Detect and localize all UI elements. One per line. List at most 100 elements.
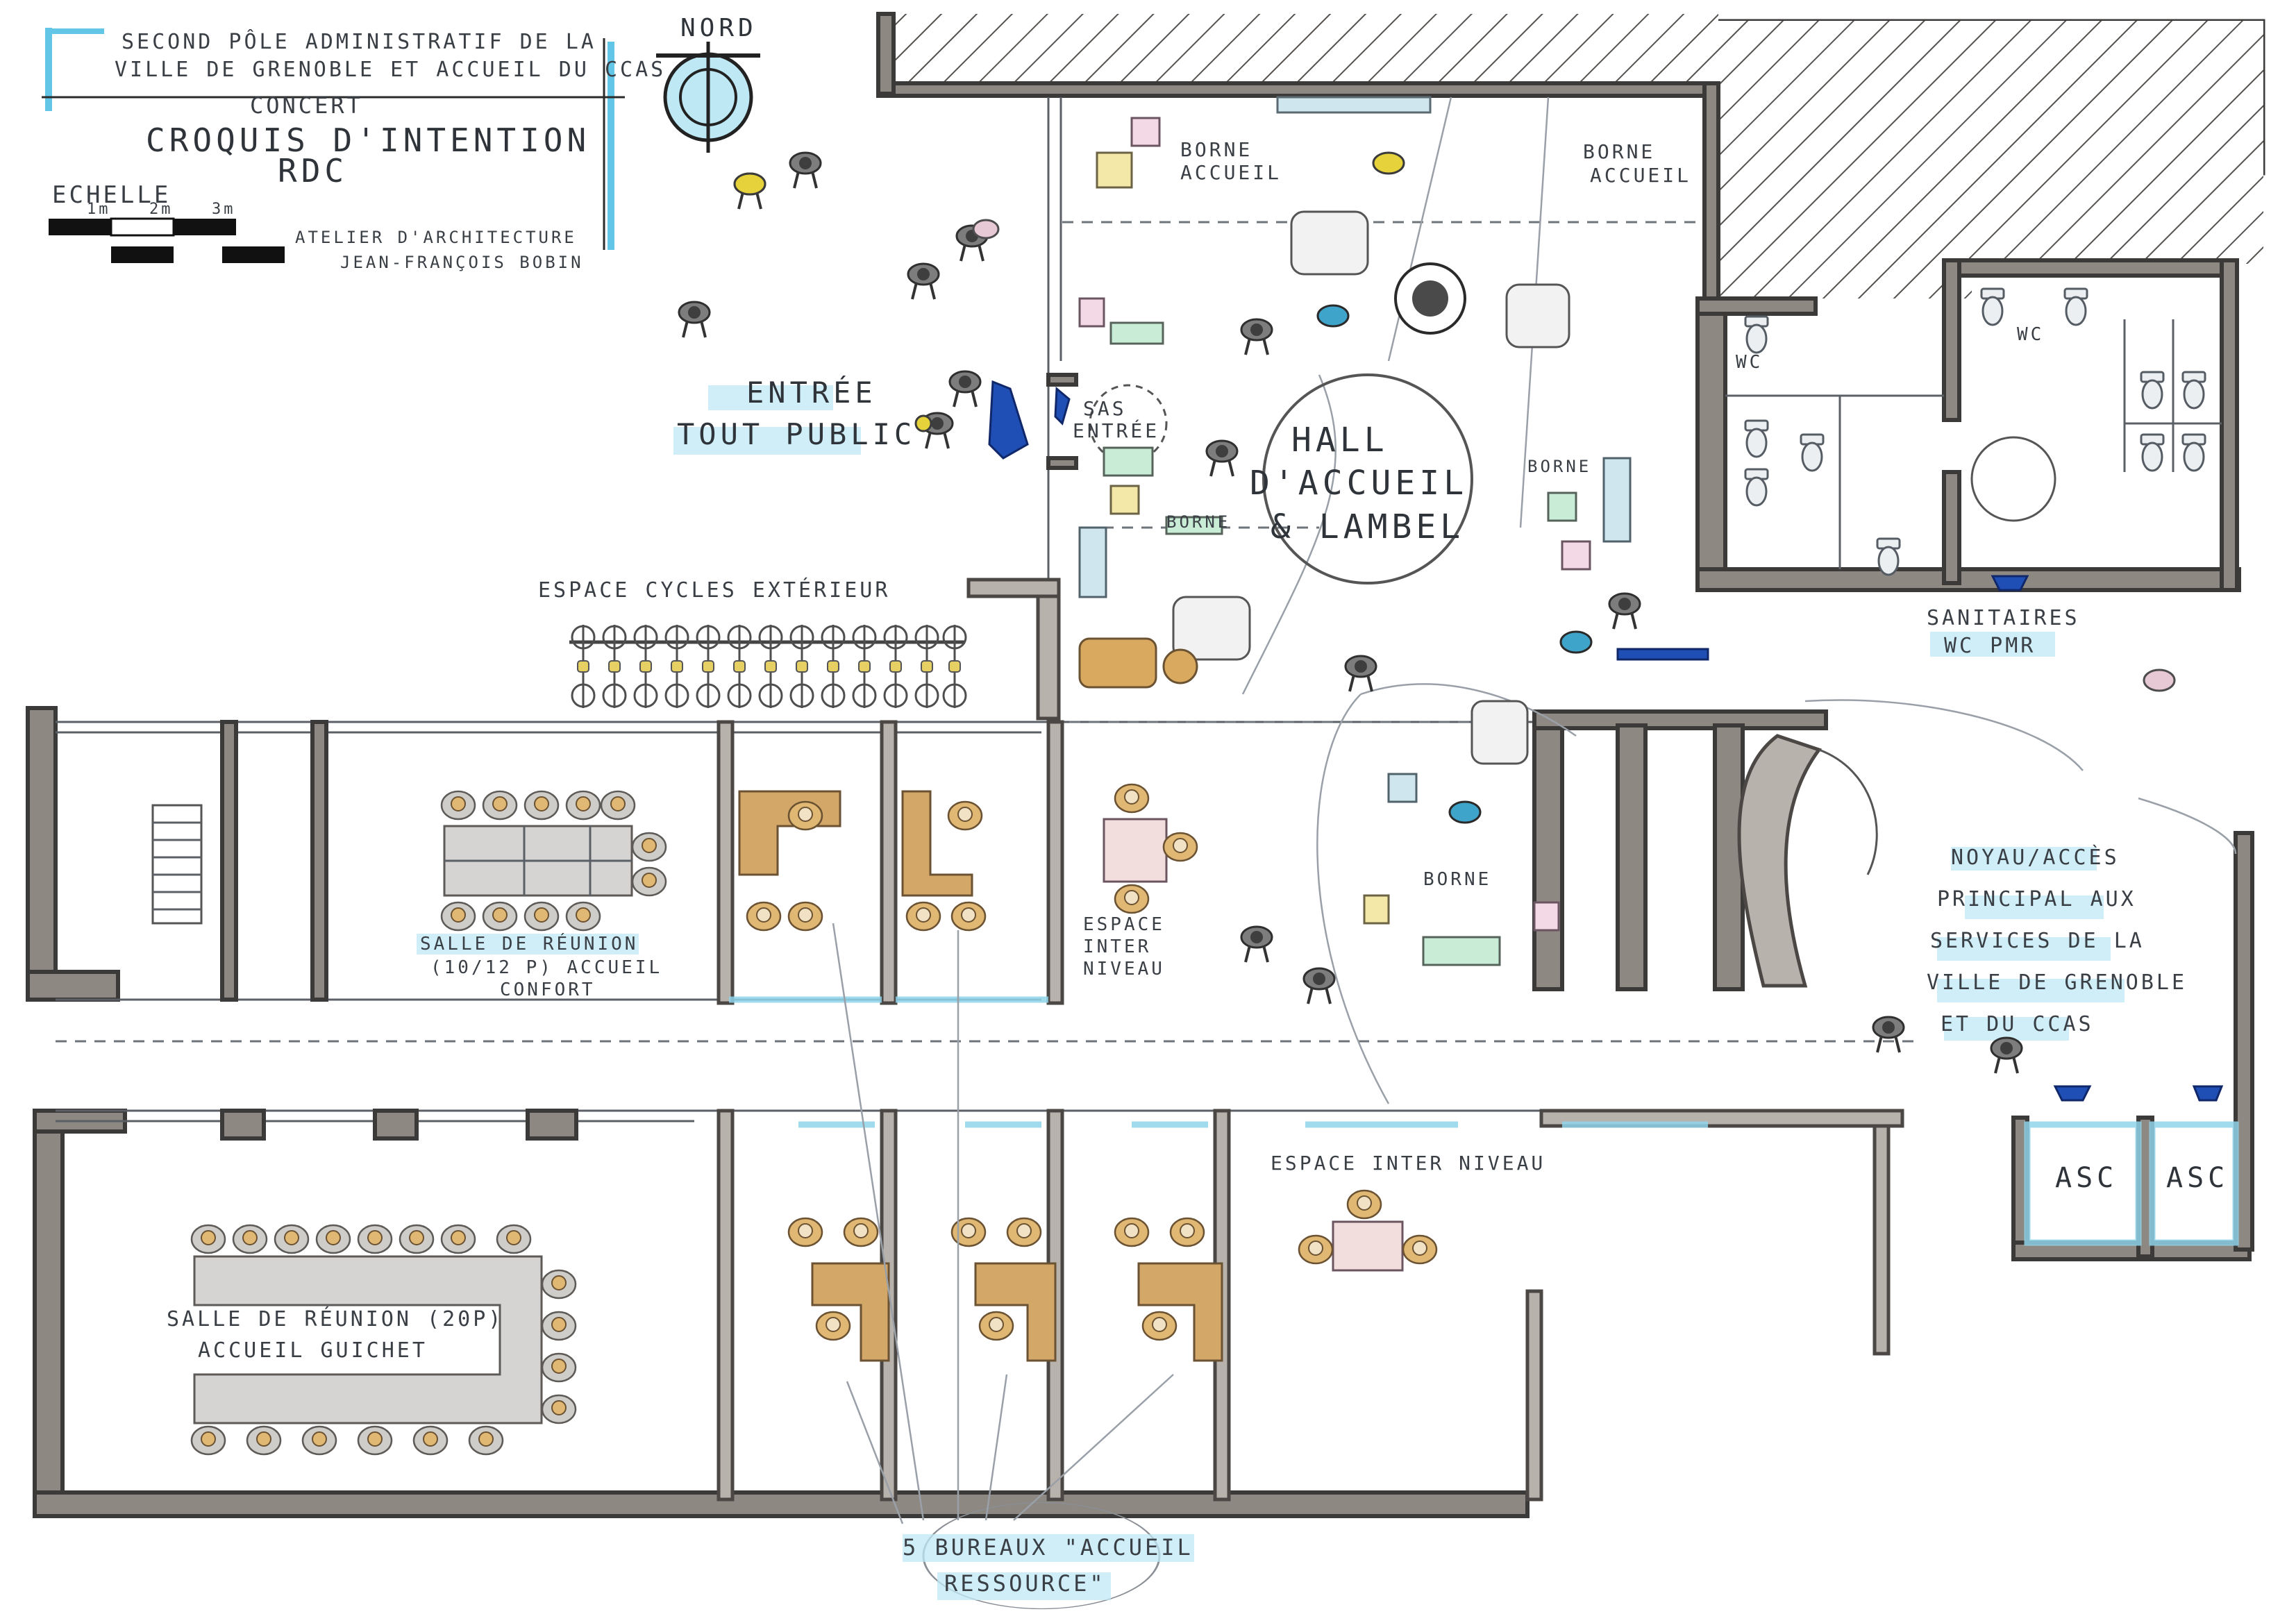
chair-icon xyxy=(1346,1189,1382,1220)
bicycle-icon xyxy=(633,623,658,709)
staircase xyxy=(151,804,203,925)
office-desk xyxy=(974,1262,1057,1362)
kiosk xyxy=(1165,516,1223,535)
pedestrian-icon xyxy=(1608,592,1641,630)
noyau-highlight xyxy=(1937,937,2111,961)
chair-icon xyxy=(274,1224,310,1254)
pedestrian-icon xyxy=(789,151,822,190)
salle-reunion-label-1: SALLE DE RÉUNION xyxy=(420,932,638,955)
partition-wall xyxy=(717,1109,735,1502)
entry-hall: SAS ENTRÉE HALL D'ACCUEIL & LAMBEL BORNE… xyxy=(988,96,1698,722)
core-wall xyxy=(1532,723,1564,991)
kiosk xyxy=(1078,297,1105,328)
chair-icon xyxy=(631,832,667,862)
north-wall-return xyxy=(876,12,896,96)
chair-icon xyxy=(541,1394,577,1424)
pedestrian-icon xyxy=(1302,967,1336,1005)
circulation-curve xyxy=(1804,699,2084,771)
chair-icon xyxy=(541,1352,577,1383)
title-line-2: VILLE DE GRENOBLE ET ACCUEIL DU CCAS xyxy=(115,58,666,82)
sanitary-wall xyxy=(1695,567,2241,592)
title-line-1: SECOND PÔLE ADMINISTRATIF DE LA xyxy=(121,28,596,54)
bicycle-icon xyxy=(696,623,721,709)
salle-reunion-highlight xyxy=(417,934,639,955)
scale-bar-segment xyxy=(222,246,285,263)
wheelchair-user-body xyxy=(1412,280,1448,317)
borne-label: BORNE xyxy=(1166,512,1230,532)
lounge-stool xyxy=(1162,648,1198,684)
chair-icon xyxy=(1298,1234,1334,1265)
outer-wall-west xyxy=(33,1109,65,1515)
core-wall xyxy=(1713,723,1745,991)
cycles-label: ESPACE CYCLES EXTÉRIEUR xyxy=(538,578,890,603)
office-desk xyxy=(811,1262,890,1362)
north-label: NORD xyxy=(680,14,757,42)
sas-wall xyxy=(1046,373,1078,387)
partition-wall xyxy=(717,720,735,1005)
stair-icon xyxy=(151,804,203,925)
tout-public-label: TOUT PUBLIC xyxy=(677,417,916,451)
entree-label: ENTRÉE xyxy=(746,375,877,410)
kiosk xyxy=(1547,491,1577,522)
hall-flow-curve xyxy=(1387,96,1452,362)
partition-wall xyxy=(1036,578,1061,721)
sas-door-blue-icon xyxy=(1054,386,1071,426)
office-desk xyxy=(738,790,841,876)
chair-icon xyxy=(565,790,601,821)
title-line-5: RDC xyxy=(278,152,348,190)
borne-accueil-2a: BORNE xyxy=(1583,140,1655,163)
chair-icon xyxy=(357,1224,393,1254)
meeting-room-small: SALLE DE RÉUNION (10/12 P) ACCUEIL CONFO… xyxy=(417,790,667,1000)
callout-arrow xyxy=(832,923,925,1521)
pedestrian-icon xyxy=(678,301,711,339)
callout-arrow xyxy=(846,1381,904,1524)
noyau-highlight xyxy=(1951,847,2097,871)
author-line-2: JEAN-FRANÇOIS BOBIN xyxy=(340,253,584,272)
bicycle-icon xyxy=(664,623,689,709)
chair-icon xyxy=(1162,832,1198,862)
scale-tick-3: 3m xyxy=(212,201,236,218)
kiosk xyxy=(1561,540,1591,571)
salle-reunion-big-label-2: ACCUEIL GUICHET xyxy=(198,1338,428,1363)
sanitary-wall xyxy=(1942,258,1961,422)
chair-icon xyxy=(1114,783,1150,814)
scale-bar-segment xyxy=(111,246,174,263)
espace-inter-long-label: ESPACE INTER NIVEAU xyxy=(1271,1152,1545,1175)
bureaux-highlight xyxy=(937,1572,1111,1600)
borne-label: BORNE xyxy=(1527,457,1591,476)
bicycle-icon xyxy=(942,623,967,709)
inter-table xyxy=(1332,1220,1404,1272)
bicycle-icon xyxy=(602,623,627,709)
hall-flow-curve xyxy=(1241,374,1336,695)
chair-icon xyxy=(190,1224,226,1254)
bicycle-icon xyxy=(821,623,846,709)
outer-wall xyxy=(26,970,120,1002)
chair-icon xyxy=(541,1311,577,1341)
salle-reunion-label-2: (10/12 P) ACCUEIL xyxy=(430,957,662,978)
toilet-icon xyxy=(2140,371,2165,410)
callout-arrow xyxy=(1013,1374,1174,1521)
pmr-blue-icon xyxy=(1991,575,2029,591)
spiral-stair-steps-icon xyxy=(1818,748,1878,875)
partition-wall xyxy=(1872,1116,1891,1356)
lift-glass xyxy=(2149,1121,2239,1246)
chair-icon xyxy=(978,1311,1014,1341)
chair-icon xyxy=(1114,884,1150,914)
partition-wall xyxy=(880,720,898,1005)
sas-label-2: ENTRÉE xyxy=(1073,419,1159,442)
chair-icon xyxy=(787,1217,823,1247)
hall-circle-marker xyxy=(1262,373,1473,585)
borne-accueil-1a: BORNE xyxy=(1180,138,1252,161)
kiosk xyxy=(1103,446,1154,477)
chair-icon xyxy=(232,1224,268,1254)
chair-icon xyxy=(468,1425,504,1456)
lounge-seat xyxy=(1172,596,1251,661)
chair-icon xyxy=(1402,1234,1438,1265)
chair-icon xyxy=(541,1269,577,1300)
noyau-label-2: PRINCIPAL AUX xyxy=(1937,887,2136,911)
sanitaires-label-2: WC PMR xyxy=(1944,634,2036,658)
sanitary-wall xyxy=(1942,258,2238,278)
office-desk xyxy=(901,790,973,897)
chair-icon xyxy=(746,901,782,932)
borne-accueil-1b: ACCUEIL xyxy=(1180,161,1282,184)
